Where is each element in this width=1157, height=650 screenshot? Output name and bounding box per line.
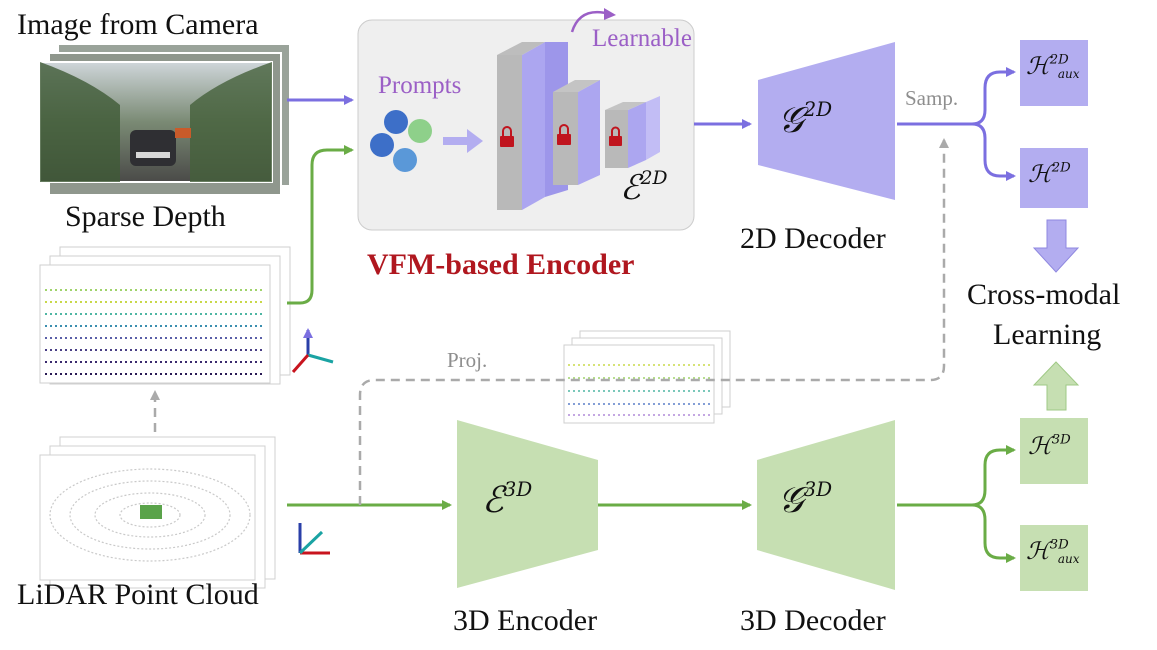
- encoder-3d-label: 3D Encoder: [453, 604, 598, 637]
- prompts-label: Prompts: [378, 72, 462, 99]
- cross-modal-label-2: Learning: [993, 318, 1102, 351]
- decoder-2d-label: 2D Decoder: [740, 222, 886, 255]
- g2d-symbol: 𝒢2D: [778, 98, 833, 141]
- cross-modal-label-1: Cross-modal: [967, 278, 1121, 311]
- proj-label: Proj.: [447, 348, 488, 372]
- purple-connectors: [287, 67, 1016, 181]
- prompt-tokens: [370, 110, 432, 172]
- encoder-layers: [497, 42, 660, 210]
- lidar-label: LiDAR Point Cloud: [17, 578, 259, 611]
- lock-icon: [500, 124, 622, 147]
- h-2d-box: [1020, 148, 1088, 208]
- projected-depth-stack: [563, 330, 731, 424]
- g3d-symbol: 𝒢3D: [778, 478, 833, 521]
- sparse-depth-stack: [39, 246, 291, 385]
- lidar-stack: [39, 436, 276, 589]
- h-aux-3d-box: [1020, 525, 1088, 591]
- h-3d-box: [1020, 418, 1088, 484]
- green-connectors: [287, 145, 1016, 563]
- prompt-arrow: [443, 129, 483, 153]
- decoder-2d-shape: [758, 42, 895, 200]
- e3d-symbol: ℰ3D: [482, 478, 533, 521]
- h-2d-symbol: ℋ2D: [1028, 160, 1071, 188]
- decoder-3d-label: 3D Decoder: [740, 604, 886, 637]
- camera-label: Image from Camera: [17, 8, 259, 41]
- gray-dashed-connectors: [150, 138, 949, 505]
- decoder-3d-shape: [757, 420, 895, 590]
- camera-image-stack: [39, 43, 291, 196]
- axes-icon-bottom: [298, 523, 330, 555]
- h-3d-symbol: ℋ3D: [1028, 432, 1071, 460]
- vfm-encoder-title: VFM-based Encoder: [367, 248, 635, 281]
- axes-icon-top: [291, 328, 334, 373]
- h-aux-3d-symbol: ℋ3Daux: [1026, 537, 1080, 567]
- h-aux-2d-symbol: ℋ2Daux: [1026, 52, 1080, 82]
- down-arrow-2d: [1032, 219, 1080, 273]
- h-aux-2d-box: [1020, 40, 1088, 106]
- learnable-label: Learnable: [592, 25, 692, 52]
- samp-label: Samp.: [905, 86, 959, 110]
- sparse-depth-label: Sparse Depth: [65, 200, 226, 233]
- up-arrow-3d: [1032, 361, 1080, 411]
- encoder-3d-shape: [457, 420, 598, 588]
- e2d-symbol: ℰ2D: [620, 168, 668, 208]
